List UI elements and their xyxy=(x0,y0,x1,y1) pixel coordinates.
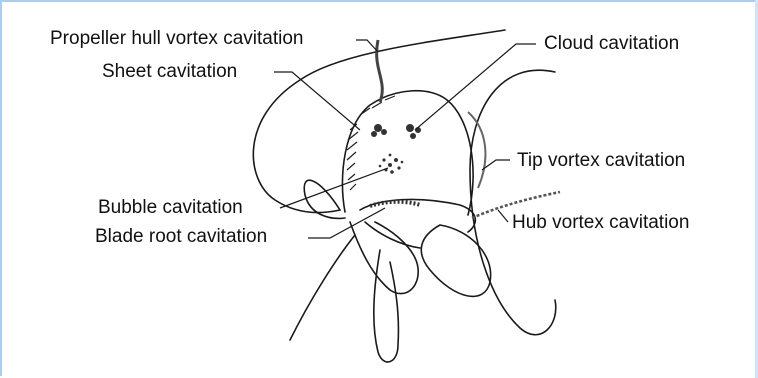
lower-left-blade xyxy=(350,222,418,294)
label-cloud-cavitation: Cloud cavitation xyxy=(544,33,679,55)
hull-vortex-filament xyxy=(377,40,383,102)
right-arc-outline xyxy=(470,70,556,335)
lower-left-stroke xyxy=(290,235,355,340)
label-propeller-hull-vortex-cavitation: Propeller hull vortex cavitation xyxy=(50,28,303,50)
leader-sheet xyxy=(274,72,360,130)
leader-hub-vortex xyxy=(498,210,508,222)
label-sheet-cavitation: Sheet cavitation xyxy=(102,61,237,83)
label-tip-vortex-cavitation: Tip vortex cavitation xyxy=(517,150,685,172)
lower-right-blade xyxy=(421,225,490,296)
label-bubble-cavitation: Bubble cavitation xyxy=(98,197,243,219)
cloud-cavitation-blob xyxy=(371,124,421,139)
label-blade-root-cavitation: Blade root cavitation xyxy=(95,226,267,248)
label-hub-vortex-cavitation: Hub vortex cavitation xyxy=(512,212,689,234)
upper-blade xyxy=(342,91,473,215)
leader-cloud xyxy=(415,44,536,130)
outer-blade-outline xyxy=(253,30,505,213)
lower-center-blade xyxy=(374,250,399,362)
sheet-cavitation-patch xyxy=(347,96,395,190)
hub-stroke xyxy=(365,222,420,248)
leader-propeller-hull-vortex xyxy=(356,40,378,52)
bubble-cavitation-cluster xyxy=(379,154,404,174)
leader-tip-vortex xyxy=(482,160,510,170)
